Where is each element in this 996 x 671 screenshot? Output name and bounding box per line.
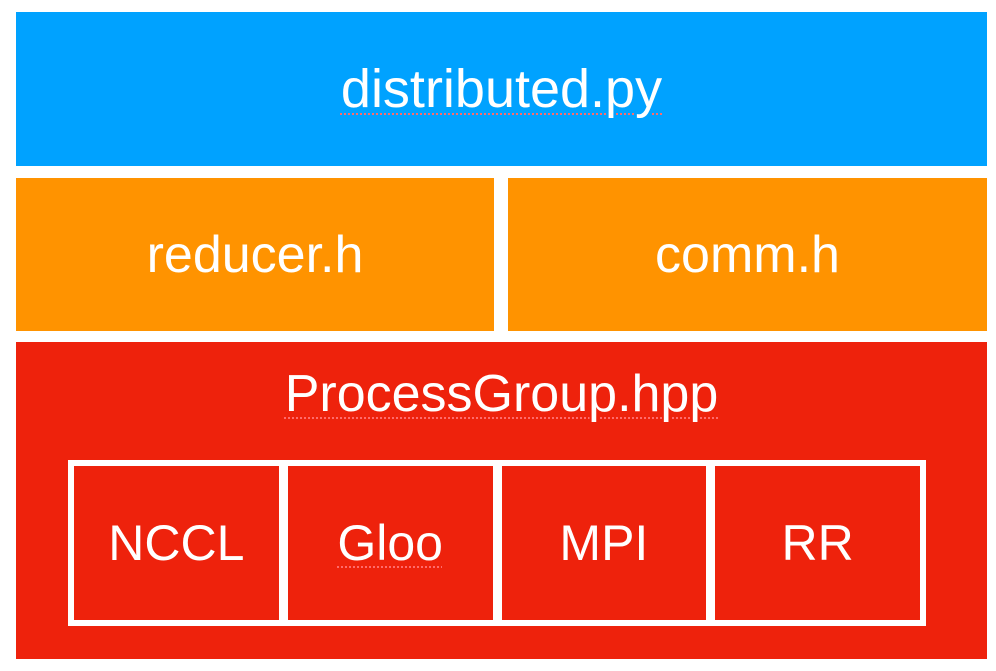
reducer-h-label: reducer.h — [146, 225, 364, 284]
backend-mpi-label: MPI — [559, 515, 649, 571]
backend-rr: RR — [715, 466, 920, 620]
comm-h-label: comm.h — [655, 225, 840, 284]
distributed-py-layer: distributed.py — [16, 12, 987, 166]
distributed-py-label: distributed.py — [340, 59, 663, 119]
reducer-h-block: reducer.h — [16, 178, 494, 331]
backend-rr-label: RR — [781, 515, 854, 571]
backend-nccl: NCCL — [74, 466, 279, 620]
backend-gloo-label: Gloo — [337, 515, 443, 571]
process-group-layer: ProcessGroup.hpp NCCL Gloo MPI RR — [16, 342, 987, 659]
process-group-title: ProcessGroup.hpp — [16, 364, 987, 424]
process-group-label: ProcessGroup.hpp — [284, 365, 719, 423]
backend-gloo: Gloo — [287, 466, 493, 620]
comm-h-block: comm.h — [508, 178, 987, 331]
backend-container: NCCL Gloo MPI RR — [68, 460, 926, 626]
backend-nccl-label: NCCL — [108, 515, 245, 571]
backend-mpi: MPI — [501, 466, 707, 620]
